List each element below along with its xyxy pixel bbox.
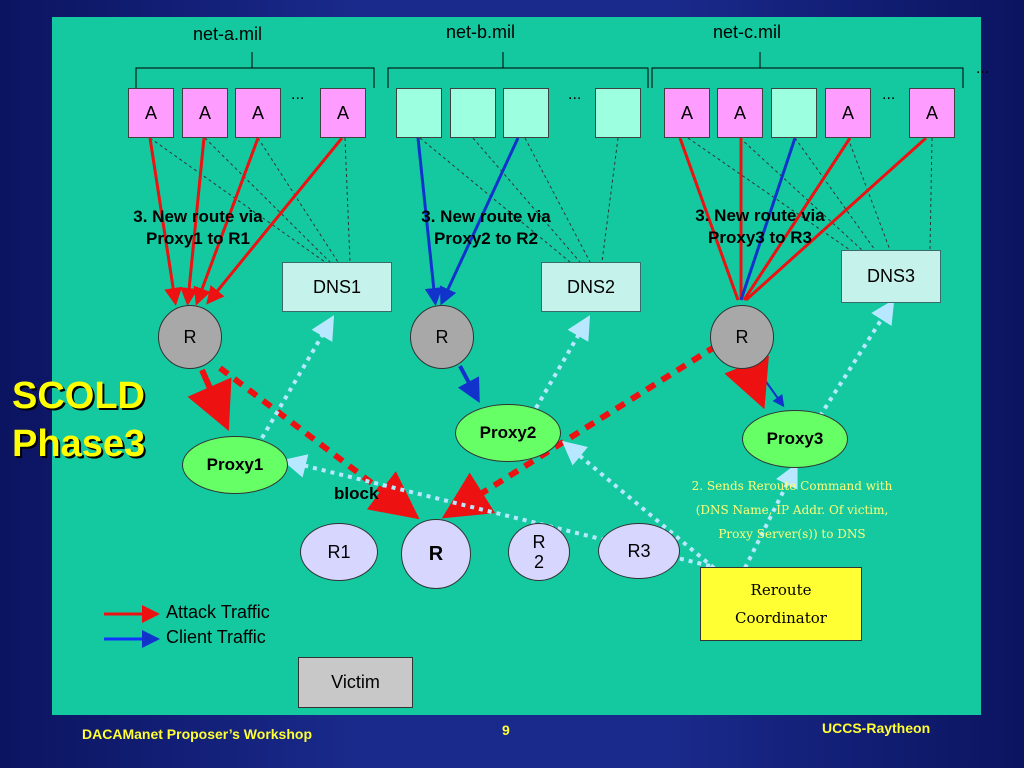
proxy-3[interactable]: Proxy3: [742, 410, 848, 468]
domain-label-c: net-c.mil: [713, 22, 782, 42]
page-number: 9: [502, 722, 510, 738]
route-note-3: 3. New route via Proxy3 to R3: [670, 205, 850, 249]
client-host[interactable]: [503, 88, 549, 138]
coordinator-label-line: Coordinator: [735, 609, 827, 627]
legend-client-label: Client Traffic: [166, 627, 266, 647]
router-r2-label-top: R: [532, 532, 546, 552]
attacker-host[interactable]: A: [664, 88, 710, 138]
dns-server-2[interactable]: DNS2: [541, 262, 641, 312]
route-note-line: 3. New route via: [133, 207, 263, 226]
more-domains-ellipsis: ...: [976, 60, 990, 77]
note-line: Proxy Server(s)) to DNS: [718, 527, 866, 541]
attacker-host[interactable]: A: [182, 88, 228, 138]
router-r2[interactable]: R 2: [508, 523, 570, 581]
block-label: block: [334, 484, 379, 503]
attacker-host[interactable]: A: [320, 88, 366, 138]
domain-brackets: [135, 52, 964, 88]
dns-server-1[interactable]: DNS1: [282, 262, 392, 312]
title-line: SCOLD: [12, 375, 145, 417]
attacker-host[interactable]: A: [717, 88, 763, 138]
coordinator-label-line: Reroute: [750, 581, 812, 599]
route-note-line: Proxy1 to R1: [146, 229, 250, 248]
dns-links: [149, 137, 933, 263]
blocked-paths: [218, 343, 718, 520]
slide-title: SCOLD Phase3: [12, 372, 145, 468]
more-hosts-ellipsis: ...: [568, 86, 582, 103]
client-host[interactable]: [595, 88, 641, 138]
attack-traffic-lines: [148, 136, 928, 306]
client-host[interactable]: [396, 88, 442, 138]
router-2[interactable]: R: [410, 305, 474, 369]
router-r3[interactable]: R3: [598, 523, 680, 579]
dns-server-3[interactable]: DNS3: [841, 250, 941, 303]
attacker-host[interactable]: A: [825, 88, 871, 138]
attacker-host[interactable]: A: [909, 88, 955, 138]
route-note-line: Proxy2 to R2: [434, 229, 538, 248]
footer-left: DACAManet Proposer’s Workshop: [82, 726, 312, 742]
route-note-line: Proxy3 to R3: [708, 228, 812, 247]
router-r1[interactable]: R1: [300, 523, 378, 581]
client-host[interactable]: [450, 88, 496, 138]
victim-box[interactable]: Victim: [298, 657, 413, 708]
reroute-command-note: 2. Sends Reroute Command with (DNS Name,…: [672, 474, 912, 546]
legend-attack-label: Attack Traffic: [166, 602, 270, 622]
attacker-host[interactable]: A: [235, 88, 281, 138]
router-3[interactable]: R: [710, 305, 774, 369]
reroute-coordinator[interactable]: Reroute Coordinator: [700, 567, 862, 641]
proxy-1[interactable]: Proxy1: [182, 436, 288, 494]
more-hosts-ellipsis: ...: [882, 86, 896, 103]
note-line: 2. Sends Reroute Command with: [691, 479, 893, 493]
domain-label-b: net-b.mil: [446, 22, 516, 42]
victim-router[interactable]: R: [401, 519, 471, 589]
attacker-host[interactable]: A: [128, 88, 174, 138]
route-note-2: 3. New route via Proxy2 to R2: [396, 206, 576, 250]
client-host[interactable]: [771, 88, 817, 138]
router-1[interactable]: R: [158, 305, 222, 369]
route-note-line: 3. New route via: [421, 207, 551, 226]
title-line: Phase3: [12, 423, 146, 465]
footer-right: UCCS-Raytheon: [822, 720, 931, 736]
proxy-2[interactable]: Proxy2: [455, 404, 561, 462]
more-hosts-ellipsis: ...: [291, 86, 305, 103]
domain-label-a: net-a.mil: [193, 24, 263, 44]
route-note-line: 3. New route via: [695, 206, 825, 225]
note-line: (DNS Name, IP Addr. Of victim,: [695, 503, 889, 517]
route-note-1: 3. New route via Proxy1 to R1: [108, 206, 288, 250]
router-r2-label-bottom: 2: [533, 552, 544, 572]
